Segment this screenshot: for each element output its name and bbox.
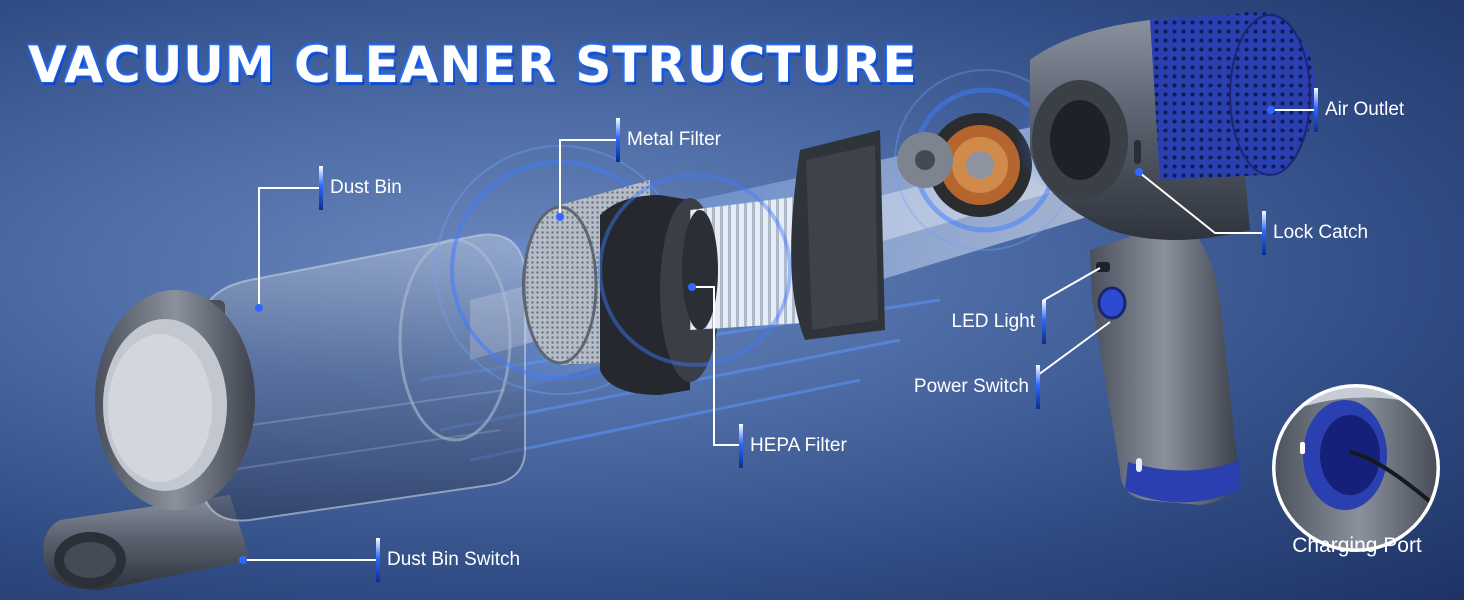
metal-filter-callout: Metal Filter	[616, 118, 721, 162]
callout-marker	[1036, 365, 1040, 409]
callout-marker	[616, 118, 620, 162]
hepa-filter-label: HEPA Filter	[750, 435, 847, 456]
lock-catch-label: Lock Catch	[1273, 222, 1369, 243]
power-switch-callout: Power Switch	[914, 365, 1040, 409]
callout-marker	[376, 538, 380, 582]
led-light-label: LED Light	[951, 311, 1035, 332]
air-outlet-callout: Air Outlet	[1314, 88, 1404, 132]
metal-filter-label: Metal Filter	[627, 129, 721, 150]
air-outlet-label: Air Outlet	[1325, 99, 1405, 120]
dust-bin-callout: Dust Bin	[319, 166, 402, 210]
hepa-filter-callout: HEPA Filter	[739, 424, 847, 468]
callout-marker	[739, 424, 743, 468]
charging-port-label: Charging Port	[1292, 534, 1422, 557]
power-switch-label: Power Switch	[913, 376, 1029, 397]
dust-bin-switch-label: Dust Bin Switch	[387, 549, 521, 570]
lock-catch-callout: Lock Catch	[1262, 211, 1368, 255]
callout-marker	[1262, 211, 1266, 255]
page-title: VACUUM CLEANER STRUCTURE	[28, 36, 918, 94]
callout-marker	[319, 166, 323, 210]
led-light-callout: LED Light	[952, 300, 1046, 344]
dust-bin-label: Dust Bin	[330, 177, 402, 198]
callout-marker	[1042, 300, 1046, 344]
dust-bin-switch-callout: Dust Bin Switch	[376, 538, 520, 582]
callout-marker	[1314, 88, 1318, 132]
